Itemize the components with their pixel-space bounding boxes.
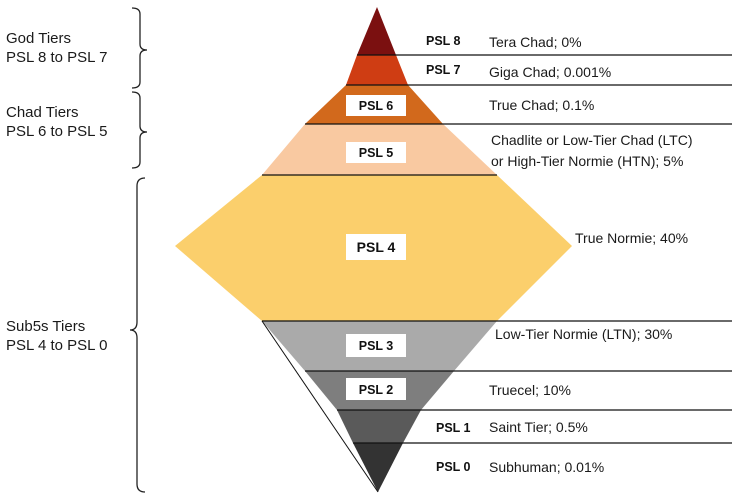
psl-box-5 [346, 142, 406, 163]
tier-desc-3: Low-Tier Normie (LTN); 30% [495, 326, 672, 342]
sub5s-tiers-brace [129, 177, 146, 493]
tier-band-psl-7 [346, 55, 408, 85]
tier-desc-4: True Normie; 40% [575, 230, 688, 246]
psl-label-8: PSL 8 [426, 34, 461, 48]
psl-label-7: PSL 7 [426, 63, 461, 77]
psl-box-3 [346, 334, 406, 357]
psl-box-2 [346, 378, 406, 400]
psl-label-4: PSL 4 [357, 239, 396, 255]
tier-desc-8: Tera Chad; 0% [489, 34, 582, 50]
tier-desc-5: Chadlite or Low-Tier Chad (LTC)or High-T… [491, 132, 693, 169]
tier-desc-6: True Chad; 0.1% [489, 97, 594, 113]
tier-band-psl-0 [353, 443, 403, 492]
psl-label-0: PSL 0 [436, 460, 471, 474]
tier-desc-1: Saint Tier; 0.5% [489, 419, 588, 435]
psl-label-1: PSL 1 [436, 421, 471, 435]
tier-desc-0: Subhuman; 0.01% [489, 459, 604, 475]
psl-box-4 [346, 234, 406, 260]
god-tiers-brace [131, 7, 148, 89]
psl-label-3: PSL 3 [359, 339, 394, 353]
tier-band-psl-1 [337, 410, 421, 443]
left-edge-lower [261, 320, 379, 493]
psl-label-6: PSL 6 [359, 99, 394, 113]
tier-desc-7: Giga Chad; 0.001% [489, 64, 611, 80]
psl-label-5: PSL 5 [359, 146, 394, 160]
tier-band-psl-8 [357, 7, 396, 55]
chad-tiers-brace [131, 91, 148, 169]
tier-desc-2: Truecel; 10% [489, 382, 571, 398]
tier-separator-lines [262, 54, 732, 444]
psl-label-2: PSL 2 [359, 383, 394, 397]
psl-box-6 [346, 95, 406, 116]
